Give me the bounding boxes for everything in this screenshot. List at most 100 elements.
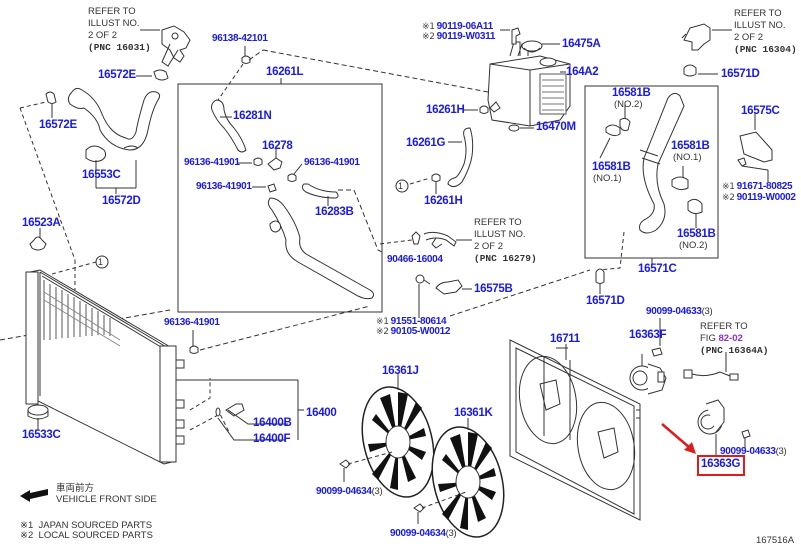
part-label-16571C[interactable]: 16571C bbox=[638, 263, 677, 275]
part-label-16571D[interactable]: 16571D bbox=[721, 68, 760, 80]
refer-pnc: (PNC 16031) bbox=[88, 42, 151, 53]
vehicle-front-label: VEHICLE FRONT SIDE bbox=[56, 494, 157, 505]
part-label-16711[interactable]: 16711 bbox=[550, 333, 580, 345]
note-mark: ※1 bbox=[722, 182, 735, 192]
note-mark: ※2 bbox=[422, 32, 435, 42]
part-label-16575C[interactable]: 16575C bbox=[741, 105, 780, 117]
hose-clamp-icon bbox=[153, 69, 169, 81]
part-quantity: (3) bbox=[445, 528, 457, 539]
part-label-16572E[interactable]: 16572E bbox=[39, 119, 77, 131]
part-label-16581B-no2[interactable]: 16581B bbox=[677, 228, 716, 240]
part-number: 90119-W0311 bbox=[436, 31, 496, 42]
legend-note-2: ※2 LOCAL SOURCED PARTS bbox=[20, 531, 153, 541]
part-label-16361J[interactable]: 16361J bbox=[382, 365, 419, 377]
part-label-16475A[interactable]: 16475A bbox=[562, 38, 601, 50]
legend-note-1: ※1 JAPAN SOURCED PARTS bbox=[20, 521, 152, 531]
part-label-16581B-no1[interactable]: 16581B bbox=[671, 140, 710, 152]
refer-line: 2 OF 2 bbox=[88, 30, 118, 41]
circle-marker-1: 1 bbox=[398, 181, 404, 191]
part-label-96136-41901[interactable]: 96136-41901 bbox=[196, 181, 252, 192]
highlight-box bbox=[697, 455, 745, 476]
part-label-16523A[interactable]: 16523A bbox=[22, 217, 61, 229]
figure-id: 167516A bbox=[756, 535, 795, 546]
red-pointer-arrow-icon bbox=[661, 423, 696, 454]
part-label-16581B-no2[interactable]: 16581B bbox=[612, 87, 651, 99]
part-label-16261H[interactable]: 16261H bbox=[426, 104, 465, 116]
fan-motor-icon bbox=[629, 363, 667, 395]
part-label-90099-04633[interactable]: 90099-04633(3) bbox=[646, 306, 713, 317]
refer-line: REFER TO bbox=[88, 6, 136, 17]
note-mark: ※2 bbox=[376, 327, 389, 337]
note-mark: ※2 bbox=[722, 193, 735, 203]
thermostat-housing-icon bbox=[161, 25, 191, 67]
part-label-16400B[interactable]: 16400B bbox=[253, 417, 292, 429]
part-label-16581B-no1[interactable]: 16581B bbox=[592, 161, 631, 173]
radiator-hose-upper bbox=[67, 87, 161, 151]
part-label-16283B[interactable]: 16283B bbox=[315, 206, 354, 218]
refer-line: ILLUST NO. bbox=[734, 20, 786, 31]
refer-fig-link[interactable]: 82-02 bbox=[718, 333, 743, 344]
part-sublabel-no2: (NO.2) bbox=[679, 240, 708, 251]
note-mark: ※1 bbox=[20, 520, 34, 531]
part-label-16553C[interactable]: 16553C bbox=[82, 169, 121, 181]
hose-clamp-icon bbox=[45, 91, 57, 104]
note-mark: ※2 bbox=[20, 530, 34, 541]
part-label-16278[interactable]: 16278 bbox=[262, 140, 293, 152]
refer-pnc: (PNC 16364A) bbox=[700, 345, 769, 356]
part-label-90099-04633[interactable]: 90099-04633(3) bbox=[720, 447, 787, 457]
refer-line: 2 OF 2 bbox=[734, 32, 764, 43]
part-label-16261H[interactable]: 16261H bbox=[424, 195, 463, 207]
refer-note-16304: REFER TO ILLUST NO. 2 OF 2 (PNC 16304) bbox=[734, 8, 797, 56]
part-label-16572D[interactable]: 16572D bbox=[102, 195, 141, 207]
part-quantity: (3) bbox=[701, 306, 713, 317]
fan-blade-icon bbox=[361, 374, 435, 498]
fan-blade-icon bbox=[431, 418, 505, 538]
part-label-16572E[interactable]: 16572E bbox=[98, 69, 136, 81]
refer-line: ILLUST NO. bbox=[474, 229, 526, 240]
part-label-90099-04634[interactable]: 90099-04634(3) bbox=[316, 487, 383, 497]
refer-line: REFER TO bbox=[474, 217, 522, 228]
part-sublabel-no1: (NO.1) bbox=[593, 173, 622, 184]
part-label-96136-41901[interactable]: 96136-41901 bbox=[304, 157, 360, 168]
refer-line: 2 OF 2 bbox=[474, 241, 504, 252]
refer-note-16364A: REFER TO FIG 82-02 (PNC 16364A) bbox=[700, 321, 768, 357]
part-label-90466-16004[interactable]: 90466-16004 bbox=[387, 254, 443, 265]
note-text: LOCAL SOURCED PARTS bbox=[38, 530, 153, 541]
part-number: 90105-W0012 bbox=[390, 326, 451, 337]
part-label-16470M[interactable]: 16470M bbox=[536, 121, 576, 133]
part-number: 90119-W0002 bbox=[736, 192, 796, 203]
part-label-16363G[interactable]: 16363G bbox=[701, 458, 741, 470]
refer-line: REFER TO bbox=[734, 8, 782, 19]
part-label-16261G[interactable]: 16261G bbox=[406, 137, 446, 149]
note-mark: ※1 bbox=[422, 22, 435, 32]
circle-marker-1: 1 bbox=[98, 257, 104, 267]
radiator-icon bbox=[25, 269, 185, 465]
part-label-96138-42101[interactable]: 96138-42101 bbox=[212, 33, 268, 44]
part-label-96136-41901[interactable]: 96136-41901 bbox=[164, 317, 220, 328]
part-sublabel-no2: (NO.2) bbox=[614, 99, 643, 110]
part-label-16363F[interactable]: 16363F bbox=[629, 329, 667, 341]
part-label-96136-41901[interactable]: 96136-41901 bbox=[184, 157, 240, 168]
refer-note-16279: REFER TO ILLUST NO. 2 OF 2 (PNC 16279) bbox=[474, 217, 537, 265]
refer-line: REFER TO bbox=[700, 321, 748, 332]
part-label-90099-04634[interactable]: 90099-04634(3) bbox=[390, 528, 457, 539]
part-label-16281N[interactable]: 16281N bbox=[233, 110, 272, 122]
part-label-164A2[interactable]: 164A2 bbox=[566, 66, 599, 78]
part-label-16400[interactable]: 16400 bbox=[306, 407, 337, 419]
part-number: 90099-04634 bbox=[390, 528, 446, 539]
part-label-16400F[interactable]: 16400F bbox=[253, 433, 291, 445]
part-label-16571D[interactable]: 16571D bbox=[586, 295, 625, 307]
reservoir-tank-icon bbox=[487, 41, 571, 127]
part-label-16533C[interactable]: 16533C bbox=[22, 429, 61, 441]
part-label-16361K[interactable]: 16361K bbox=[454, 407, 493, 419]
part-number: 90119-06A11 bbox=[436, 21, 494, 32]
part-label-16575B[interactable]: 16575B bbox=[474, 283, 513, 295]
part-label-16261L[interactable]: 16261L bbox=[266, 66, 304, 78]
